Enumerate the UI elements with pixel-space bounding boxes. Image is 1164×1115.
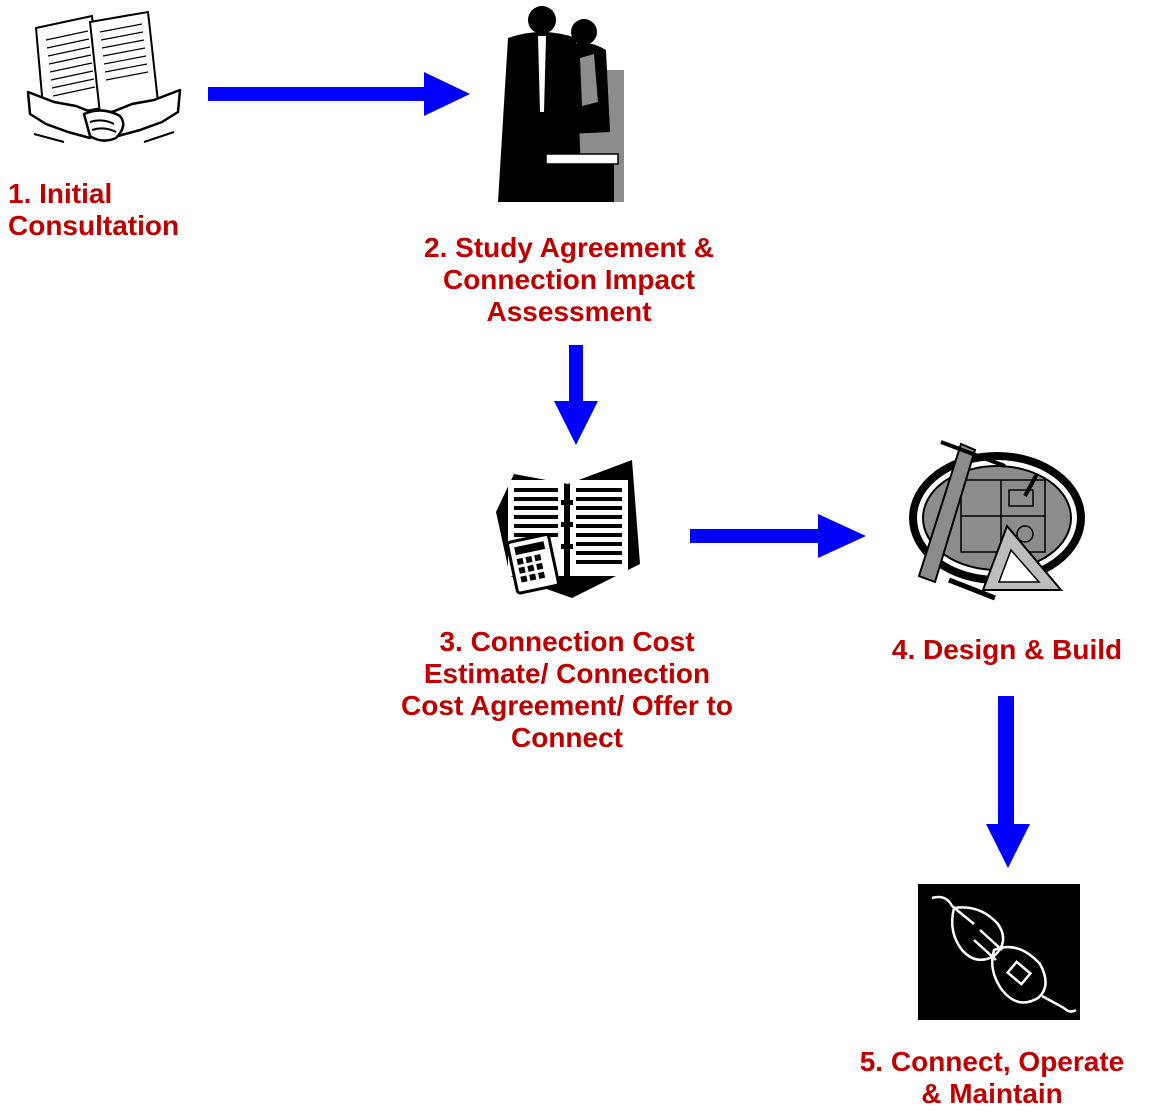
step-1-line-1: 1. Initial	[8, 178, 113, 209]
business-meeting-icon	[490, 2, 630, 204]
step-4-label: 4. Design & Build	[862, 634, 1152, 666]
step-4-line-1: 4. Design & Build	[891, 634, 1123, 665]
step-3-line-2: Estimate/ Connection	[423, 658, 711, 689]
ledger-calculator-icon	[490, 460, 642, 600]
step-3-label: 3. Connection Cost Estimate/ Connection …	[347, 626, 787, 754]
step-3-line-3: Cost Agreement/ Offer to	[401, 690, 733, 721]
step-5-line-2: & Maintain	[921, 1078, 1063, 1109]
handshake-contract-icon	[24, 10, 184, 160]
step-2-line-3: Assessment	[486, 296, 652, 327]
arrow-step2-to-step3	[554, 345, 598, 445]
step-2-label: 2. Study Agreement & Connection Impact A…	[349, 232, 789, 328]
arrow-step3-to-step4	[690, 514, 866, 558]
step-1-label: 1. Initial Consultation	[8, 178, 179, 242]
arrow-step4-to-step5	[986, 696, 1030, 868]
step-2-line-2: Connection Impact	[442, 264, 695, 295]
step-2-line-1: 2. Study Agreement &	[424, 232, 714, 263]
step-3-line-4: Connect	[511, 722, 623, 753]
step-5-line-1: 5. Connect, Operate	[859, 1046, 1125, 1077]
power-plug-icon	[918, 884, 1080, 1020]
arrow-step1-to-step2	[208, 72, 470, 116]
step-1-line-2: Consultation	[8, 210, 180, 241]
blueprint-drafting-icon	[905, 440, 1095, 602]
step-5-label: 5. Connect, Operate & Maintain	[820, 1046, 1164, 1110]
step-3-line-1: 3. Connection Cost	[439, 626, 695, 657]
